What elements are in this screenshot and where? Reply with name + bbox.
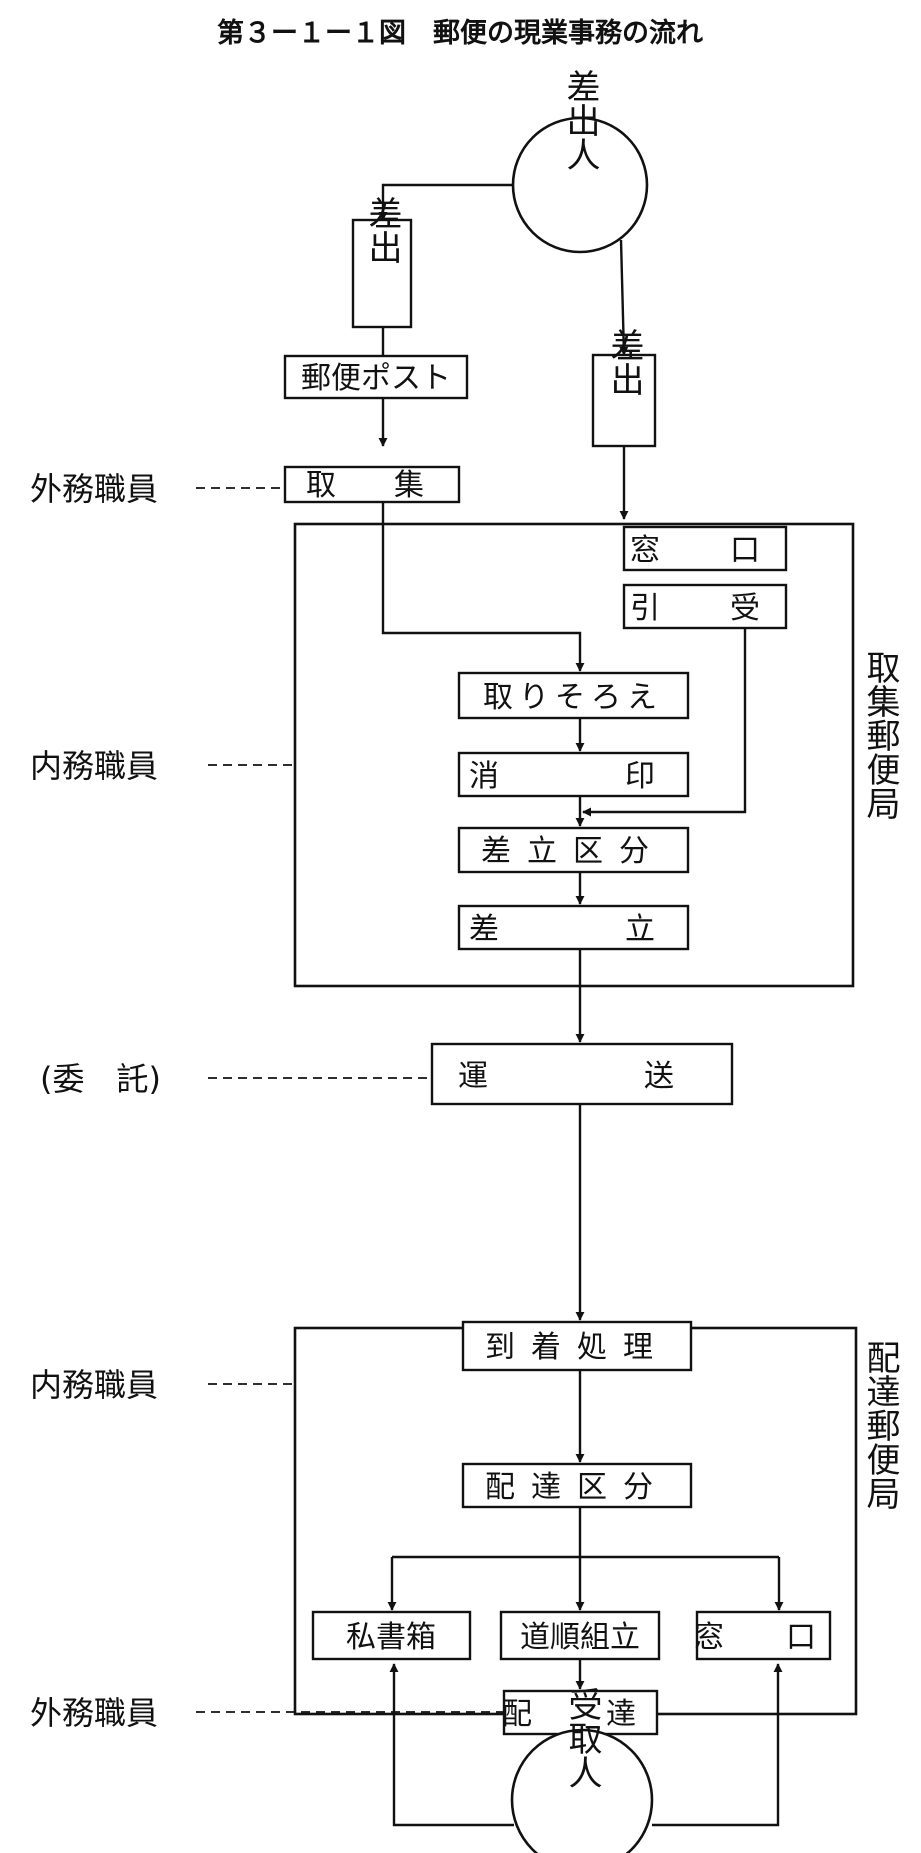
send-right-label: 差出	[604, 328, 644, 396]
cancel-node: 消 印	[457, 751, 690, 798]
delivery-office-label: 配達郵便局	[860, 1340, 900, 1510]
connector-lines	[378, 183, 784, 1827]
accept-label: 引 受	[630, 591, 780, 626]
po-box-label: 私書箱	[346, 1620, 436, 1655]
window-a-label: 窓 口	[630, 533, 780, 568]
route-sort-label: 道順組立	[520, 1620, 640, 1655]
route-sort-node: 道順組立	[499, 1610, 661, 1661]
post-box-label: 郵便ポスト	[301, 361, 451, 396]
window-b-label: 窓 口	[694, 1620, 832, 1655]
role-leader-lines	[196, 487, 504, 1713]
collection-office-frame	[293, 522, 855, 988]
transport-label: 運 送	[458, 1059, 706, 1094]
recipient-node: 受取人	[510, 1687, 654, 1853]
role-inside-staff-2: 内務職員	[30, 1366, 158, 1404]
po-box-node: 私書箱	[311, 1610, 472, 1661]
deliver-node: 配 達	[502, 1689, 659, 1736]
arrival-node: 到着処理	[461, 1320, 693, 1372]
window-b-node: 窓 口	[694, 1610, 832, 1661]
dispatch-label: 差 立	[469, 912, 677, 947]
dispatch-sort-node: 差立区分	[457, 826, 690, 874]
send-left-node: 差出	[351, 196, 413, 329]
role-inside-staff-1: 内務職員	[30, 747, 158, 785]
dispatch-node: 差 立	[457, 904, 690, 951]
delivery-sort-label: 配達区分	[485, 1470, 669, 1505]
transport-node: 運 送	[430, 1042, 734, 1106]
cancel-label: 消 印	[469, 759, 677, 794]
send-left-label: 差出	[362, 196, 402, 264]
sender-node: 差出人	[511, 69, 649, 254]
window-a-node: 窓 口	[622, 525, 788, 572]
collection-office-label: 取集郵便局	[860, 650, 900, 820]
arrival-label: 到着処理	[485, 1330, 669, 1365]
post-box-node: 郵便ポスト	[283, 354, 469, 400]
collect-node: 取 集	[283, 465, 461, 504]
delivery-sort-node: 配達区分	[461, 1462, 693, 1509]
arrange-label: 取りそろえ	[483, 680, 663, 715]
collect-label: 取 集	[306, 468, 438, 503]
deliver-label: 配 達	[502, 1697, 658, 1732]
send-right-node: 差出	[591, 328, 657, 448]
role-outside-staff-2: 外務職員	[30, 1694, 158, 1732]
recipient-label: 受取人	[562, 1687, 602, 1789]
role-consigned: (委 託)	[40, 1060, 161, 1098]
dispatch-sort-label: 差立区分	[481, 834, 665, 869]
arrange-node: 取りそろえ	[457, 671, 690, 720]
figure-title: 第３ー１ー１図 郵便の現業事務の流れ	[217, 17, 703, 49]
sender-label: 差出人	[560, 69, 600, 171]
role-outside-staff-1: 外務職員	[30, 470, 158, 508]
accept-node: 引 受	[622, 583, 788, 630]
